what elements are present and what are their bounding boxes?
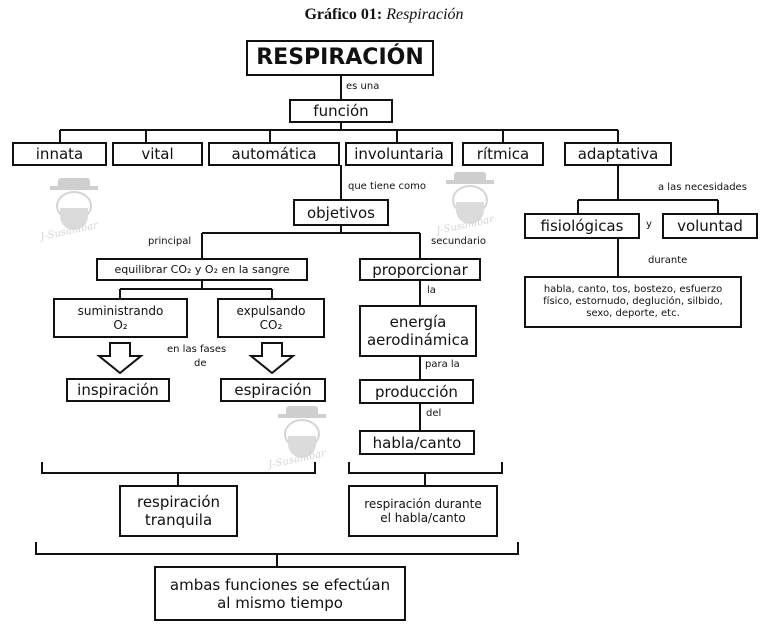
y-link-label: y [645,219,653,230]
expulsando-box: expulsando CO₂ [217,298,325,338]
expulsando-line-2: CO₂ [259,318,283,332]
equilibrar-label: equilibrar CO₂ y O₂ en la sangre [114,262,290,276]
la-link-label: la [426,285,437,296]
necesidades-link-label: a las necesidades [657,182,748,193]
energia-line-1: energía [389,313,447,331]
suministrando-line-2: O₂ [113,318,128,332]
durante-habla-box: respiración durante el habla/canto [348,485,498,537]
ambas-line-2: al mismo tiempo [217,593,343,612]
durante-habla-line-1: respiración durante [364,496,482,511]
espiracion-label: espiración [234,381,312,399]
objetivos-box: objetivos [293,199,389,226]
energia-line-2: aerodinámica [366,331,470,349]
char-innata-label: innata [35,145,84,163]
fases-link-line-2: de [193,358,208,369]
root-link-label: es una [345,81,381,92]
proporcionar-label: proporcionar [372,260,468,279]
proporcionar-box: proporcionar [359,258,481,281]
durante-link-label: durante [647,255,689,266]
watermark-logo-1: J-Susanibar [39,178,104,243]
char-involuntaria: involuntaria [345,142,453,166]
produccion-box: producción [359,379,474,404]
activities-box: habla, canto, tos, bostezo, esfuerzo fís… [524,276,742,328]
produccion-label: producción [375,382,458,401]
char-vital: vital [112,142,203,166]
principal-link-label: principal [147,236,193,247]
ambas-line-1: ambas funciones se efectúan [169,575,391,594]
fases-link-line-1: en las fases [166,344,228,355]
durante-habla-line-2: el habla/canto [380,511,466,525]
activities-line-3: sexo, deporte, etc. [586,308,680,319]
expulsando-line-1: expulsando [236,303,306,318]
voluntad-label: voluntad [677,217,743,235]
caption-prefix: Gráfico 01: [304,6,383,23]
char-automatica: automática [208,142,340,166]
para-la-link-label: para la [424,359,461,370]
char-vital-label: vital [141,145,174,163]
voluntad-box: voluntad [662,213,758,239]
funcion-label: función [313,102,369,120]
del-link-label: del [425,408,443,419]
energia-box: energía aerodinámica [359,305,477,357]
objetivos-link-label: que tiene como [347,181,428,192]
habla-canto-box: habla/canto [359,430,475,455]
fisiologicas-box: fisiológicas [524,213,640,239]
root-label: RESPIRACIÓN [256,44,424,70]
char-adaptativa-label: adaptativa [577,145,659,163]
watermark-logo-3: J-Susanibar [267,406,332,471]
char-ritmica-label: rítmica [476,145,530,163]
activities-line-2: físico, estornudo, deglución, silbido, [543,296,723,307]
funcion-box: función [289,99,393,123]
caption-title: Respiración [386,6,464,23]
equilibrar-box: equilibrar CO₂ y O₂ en la sangre [96,258,308,281]
ambas-box: ambas funciones se efectúan al mismo tie… [154,566,406,621]
habla-canto-label: habla/canto [372,433,462,452]
char-automatica-label: automática [231,145,317,163]
figure-caption: Gráfico 01: Respiración [0,6,768,24]
char-ritmica: rítmica [462,142,544,166]
char-adaptativa: adaptativa [564,142,672,166]
activities-line-1: habla, canto, tos, bostezo, esfuerzo [543,284,723,295]
espiracion-box: espiración [220,378,326,402]
suministrando-line-1: suministrando [77,303,164,318]
tranquila-line-1: respiración [136,493,221,511]
root-box: RESPIRACIÓN [246,40,434,76]
secundario-link-label: secundario [430,236,488,247]
inspiracion-box: inspiración [66,378,170,402]
char-involuntaria-label: involuntaria [354,145,444,163]
tranquila-box: respiración tranquila [119,485,238,537]
tranquila-line-2: tranquila [144,511,213,529]
inspiracion-label: inspiración [77,381,159,399]
fisiologicas-label: fisiológicas [540,217,624,235]
objetivos-label: objetivos [306,203,375,222]
suministrando-box: suministrando O₂ [53,298,188,338]
char-innata: innata [12,142,107,166]
watermark-logo-2: J-Susanibar [435,172,500,237]
